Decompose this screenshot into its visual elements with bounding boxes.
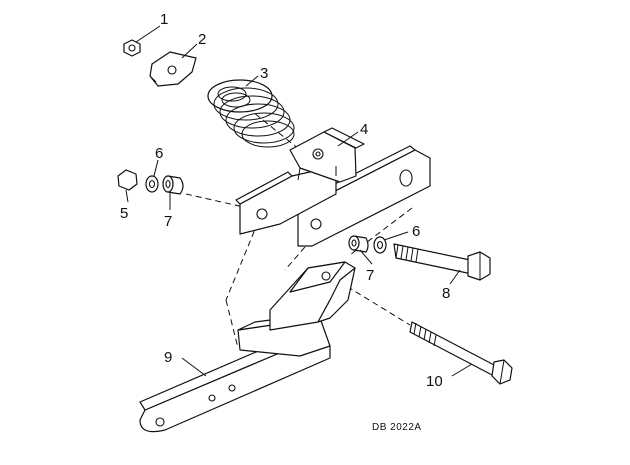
callout-1: 1: [160, 11, 168, 28]
coil-spring-part-3: [207, 79, 295, 148]
callout-labels: 1 2 3 4 5 6 7 6 7 8 9 10: [120, 11, 450, 390]
retainer-plate-part-2: [149, 51, 197, 87]
callout-10: 10: [426, 373, 443, 390]
callout-4: 4: [360, 121, 368, 138]
callout-8: 8: [442, 285, 450, 302]
leader-lines: [125, 25, 473, 377]
callout-2: 2: [198, 31, 206, 48]
right-fasteners: [348, 235, 387, 254]
upper-arm-part-4: [235, 127, 431, 247]
callout-7: 7: [164, 213, 172, 230]
drawing-code: DB 2022A: [372, 422, 422, 433]
callout-5: 5: [120, 205, 128, 222]
nut-part-5: [117, 169, 138, 191]
bolt-part-8: [393, 243, 491, 281]
lower-bracket: [269, 261, 356, 331]
lower-arm-part-9: [139, 311, 334, 433]
callout-9: 9: [164, 349, 172, 366]
callout-6-right: 6: [412, 223, 420, 240]
left-fasteners: [117, 169, 184, 195]
callout-3: 3: [260, 65, 268, 82]
nut-part-1: [123, 39, 141, 57]
callout-6: 6: [155, 145, 163, 162]
bolt-part-10: [409, 321, 513, 385]
callout-7-right: 7: [366, 267, 374, 284]
